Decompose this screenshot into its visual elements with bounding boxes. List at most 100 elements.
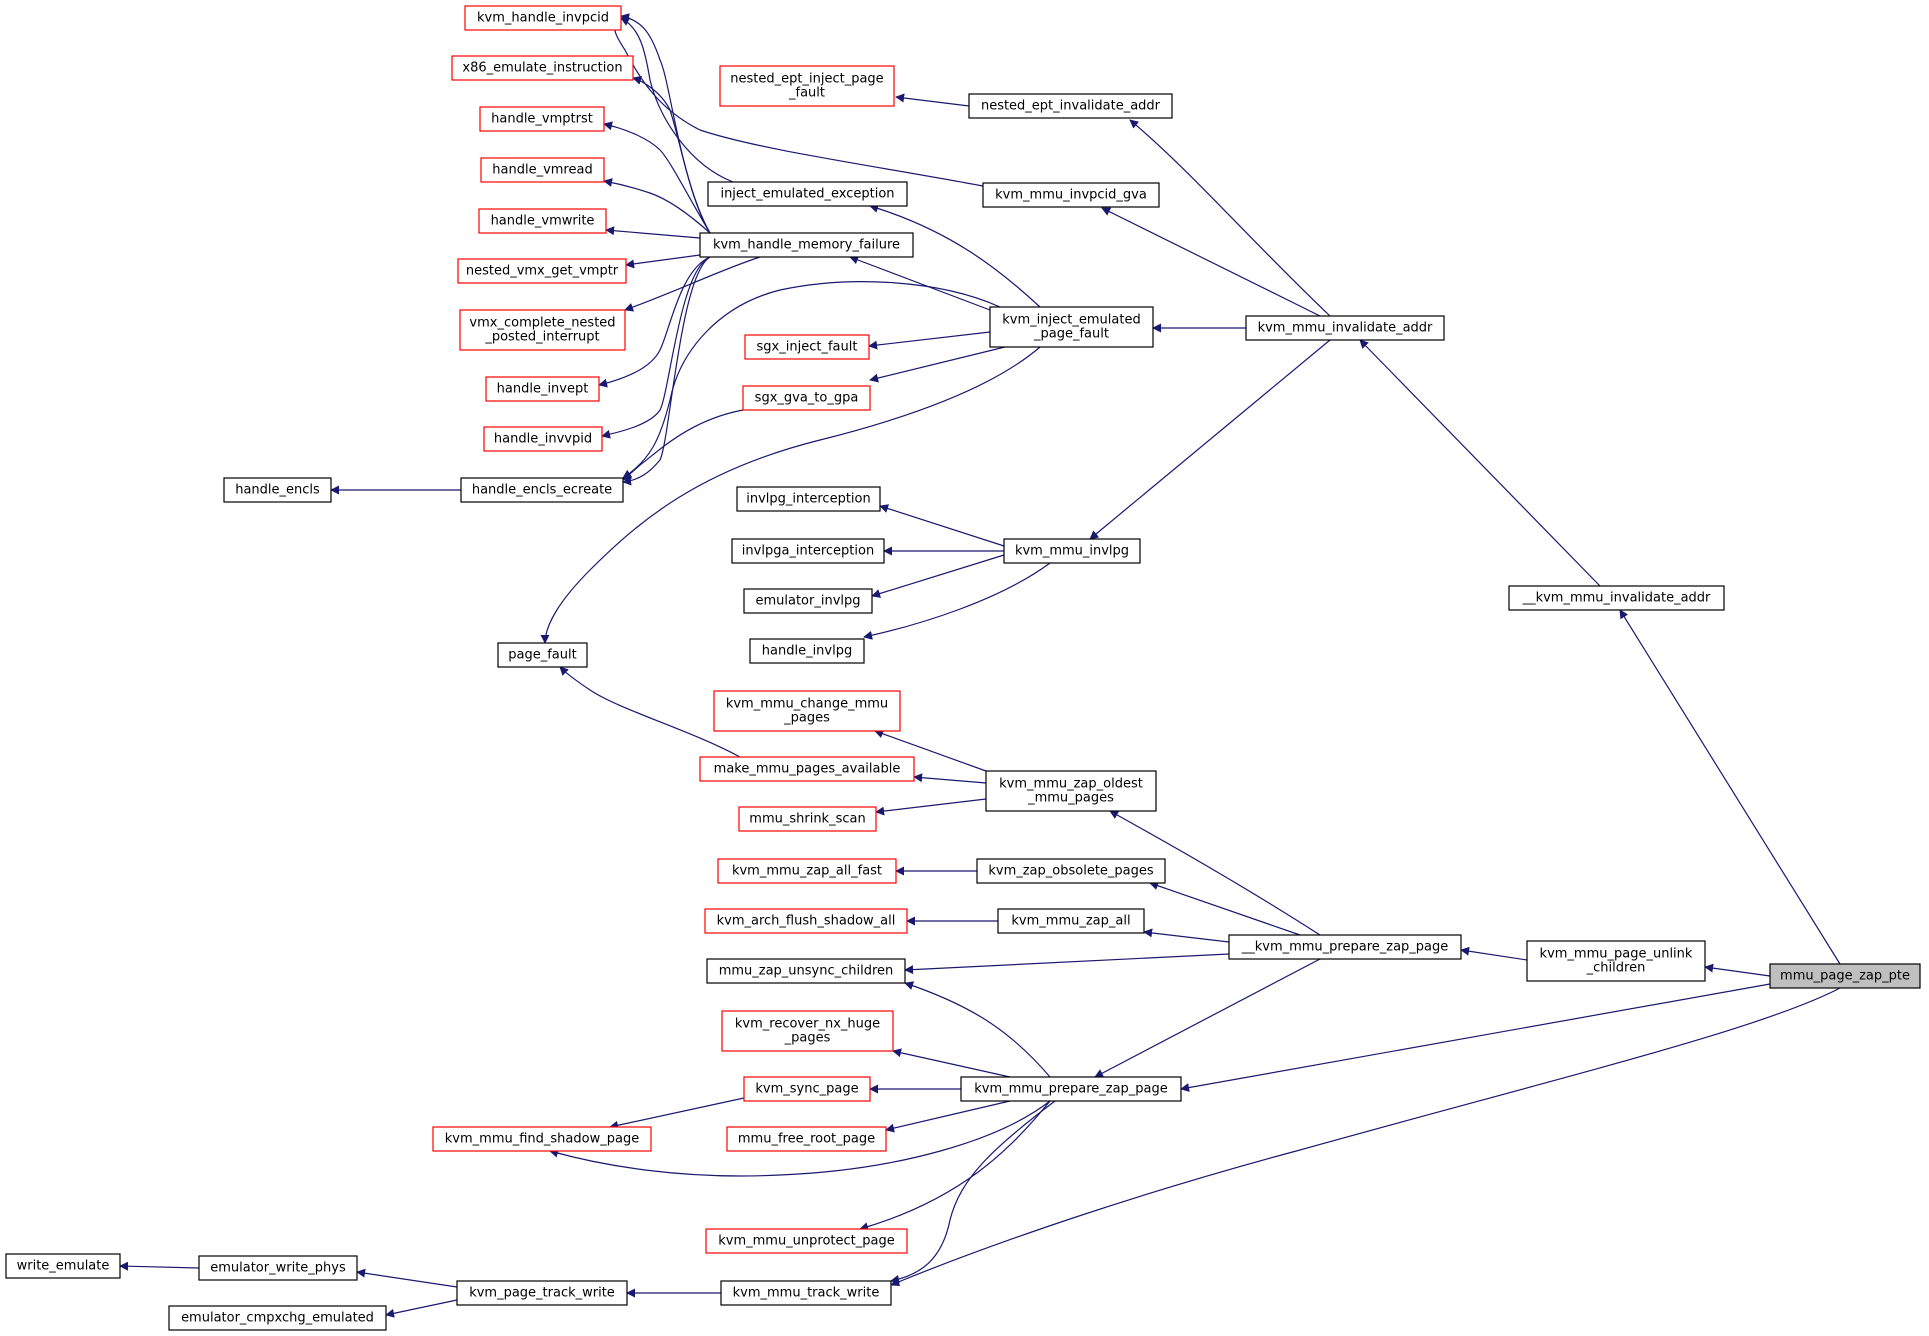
node-kvm_mmu_invlpg[interactable]: kvm_mmu_invlpg bbox=[1003, 538, 1141, 564]
node-box bbox=[478, 208, 607, 234]
node-sgx_inject_fault[interactable]: sgx_inject_fault bbox=[744, 334, 870, 360]
edge-kvm_handle_memory_failure-to-handle_encls_ecreate bbox=[622, 256, 711, 486]
edge-line bbox=[868, 331, 991, 350]
node-kvm_mmu_prepare_zap_page[interactable]: kvm_mmu_prepare_zap_page bbox=[960, 1076, 1182, 1102]
node-kvm_mmu_find_shadow_page[interactable]: kvm_mmu_find_shadow_page bbox=[432, 1126, 652, 1152]
node-box bbox=[997, 908, 1145, 934]
node-nested_ept_invalidate_addr[interactable]: nested_ept_invalidate_addr bbox=[968, 93, 1173, 119]
node-kvm_sync_page[interactable]: kvm_sync_page bbox=[743, 1076, 871, 1102]
node-box bbox=[719, 65, 895, 107]
edge-sgx_gva_to_gpa-to-handle_encls_ecreate bbox=[622, 409, 744, 481]
node-emulator_write_phys[interactable]: emulator_write_phys bbox=[198, 1255, 358, 1281]
node-box bbox=[451, 55, 634, 81]
node-kvm_page_track_write[interactable]: kvm_page_track_write bbox=[456, 1280, 628, 1306]
node-kvm_mmu_zap_oldest_mmu_pages[interactable]: kvm_mmu_zap_oldest_mmu_pages bbox=[985, 770, 1157, 812]
node-box bbox=[749, 638, 865, 664]
node-mmu_zap_unsync_children[interactable]: mmu_zap_unsync_children bbox=[706, 958, 906, 984]
edge-kvm_handle_memory_failure-to-handle_vmread bbox=[603, 178, 711, 234]
node-sgx_gva_to_gpa[interactable]: sgx_gva_to_gpa bbox=[742, 385, 871, 411]
edge-kvm_sync_page-to-kvm_mmu_find_shadow_page bbox=[609, 1097, 745, 1130]
edge-kvm_inject_emulated_page_fault-to-kvm_handle_memory_failure bbox=[849, 255, 991, 311]
node-kvm_mmu_unprotect_page[interactable]: kvm_mmu_unprotect_page bbox=[705, 1228, 908, 1254]
edge-line bbox=[890, 1100, 1056, 1284]
node-label: kvm_mmu_track_write bbox=[733, 1286, 880, 1301]
node-emulator_invlpg[interactable]: emulator_invlpg bbox=[743, 588, 873, 614]
node-label: handle_invlpg bbox=[762, 644, 852, 659]
node-label: mmu_shrink_scan bbox=[749, 812, 865, 827]
edge-kvm_inject_emulated_page_fault-to-sgx_gva_to_gpa bbox=[869, 346, 1006, 383]
node-box bbox=[699, 756, 915, 782]
edge-line bbox=[904, 953, 1230, 975]
node-kvm_mmu_zap_all[interactable]: kvm_mmu_zap_all bbox=[997, 908, 1145, 934]
node-kvm_handle_invpcid[interactable]: kvm_handle_invpcid bbox=[464, 5, 622, 31]
node-kvm_mmu_invalidate_addr[interactable]: kvm_mmu_invalidate_addr bbox=[1245, 315, 1445, 341]
node-handle_vmread[interactable]: handle_vmread bbox=[480, 157, 605, 183]
node-make_mmu_pages_available[interactable]: make_mmu_pages_available bbox=[699, 756, 915, 782]
node-invlpga_interception[interactable]: invlpga_interception bbox=[731, 538, 885, 564]
node-label: kvm_mmu_page_unlink bbox=[1540, 947, 1693, 962]
edge-kvm_inject_emulated_page_fault-to-handle_encls_ecreate bbox=[622, 281, 1001, 479]
node-handle_invlpg[interactable]: handle_invlpg bbox=[749, 638, 865, 664]
node-nested_vmx_get_vmptr[interactable]: nested_vmx_get_vmptr bbox=[457, 258, 627, 284]
node-label: kvm_handle_memory_failure bbox=[713, 238, 900, 253]
edge-line bbox=[625, 254, 701, 269]
edge-line bbox=[605, 226, 701, 239]
node-handle_vmptrst[interactable]: handle_vmptrst bbox=[479, 106, 605, 132]
node-box bbox=[706, 958, 906, 984]
node-handle_vmwrite[interactable]: handle_vmwrite bbox=[478, 208, 607, 234]
node-kvm_mmu_invpcid_gva[interactable]: kvm_mmu_invpcid_gva bbox=[982, 182, 1160, 208]
edge-kvm_mmu_prepare_zap_page-to-mmu_free_root_page bbox=[885, 1100, 1011, 1133]
node-handle_encls[interactable]: handle_encls bbox=[223, 477, 332, 503]
edge-line bbox=[871, 554, 1005, 598]
node-__kvm_mmu_invalidate_addr[interactable]: __kvm_mmu_invalidate_addr bbox=[1508, 585, 1725, 611]
node-kvm_handle_memory_failure[interactable]: kvm_handle_memory_failure bbox=[699, 232, 914, 258]
node-mmu_free_root_page[interactable]: mmu_free_root_page bbox=[726, 1126, 887, 1152]
edge-mmu_page_zap_pte-to-kvm_mmu_prepare_zap_page bbox=[1180, 983, 1771, 1093]
edge-line bbox=[849, 255, 991, 311]
node-box bbox=[1769, 963, 1921, 989]
node-invlpg_interception[interactable]: invlpg_interception bbox=[736, 486, 881, 512]
node-mmu_page_zap_pte[interactable]: mmu_page_zap_pte bbox=[1769, 963, 1921, 989]
node-label: kvm_zap_obsolete_pages bbox=[988, 864, 1154, 879]
edge-kvm_mmu_prepare_zap_page-to-kvm_recover_nx_huge_pages bbox=[892, 1048, 1011, 1078]
edge-line bbox=[913, 773, 987, 784]
node-page_fault[interactable]: page_fault bbox=[497, 642, 588, 668]
node-kvm_recover_nx_huge_pages[interactable]: kvm_recover_nx_huge_pages bbox=[721, 1010, 894, 1052]
edge-inject_emulated_exception-to-kvm_handle_invpcid bbox=[620, 17, 734, 183]
edge-line bbox=[549, 1100, 1051, 1177]
node-box bbox=[1228, 934, 1462, 960]
node-inject_emulated_exception[interactable]: inject_emulated_exception bbox=[707, 181, 908, 207]
edge-kvm_mmu_invalidate_addr-to-kvm_mmu_invlpg bbox=[1089, 339, 1331, 540]
node-handle_invept[interactable]: handle_invept bbox=[485, 376, 600, 402]
node-box bbox=[736, 486, 881, 512]
node-handle_invvpid[interactable]: handle_invvpid bbox=[483, 426, 603, 452]
node-label: handle_encls bbox=[235, 483, 320, 498]
node-kvm_mmu_track_write[interactable]: kvm_mmu_track_write bbox=[720, 1280, 892, 1306]
node-nested_ept_inject_page_fault[interactable]: nested_ept_inject_page_fault bbox=[719, 65, 895, 107]
node-__kvm_mmu_prepare_zap_page[interactable]: __kvm_mmu_prepare_zap_page bbox=[1228, 934, 1462, 960]
node-kvm_zap_obsolete_pages[interactable]: kvm_zap_obsolete_pages bbox=[976, 858, 1166, 884]
edge-kvm_inject_emulated_page_fault-to-sgx_inject_fault bbox=[868, 331, 991, 350]
node-label: handle_vmwrite bbox=[491, 214, 595, 229]
node-emulator_cmpxchg_emulated[interactable]: emulator_cmpxchg_emulated bbox=[168, 1305, 387, 1331]
node-kvm_mmu_page_unlink_children[interactable]: kvm_mmu_page_unlink_children bbox=[1526, 940, 1706, 982]
node-box bbox=[968, 93, 1173, 119]
node-kvm_mmu_change_mmu_pages[interactable]: kvm_mmu_change_mmu_pages bbox=[713, 690, 901, 732]
node-label: _page_fault bbox=[1033, 327, 1109, 342]
node-kvm_inject_emulated_page_fault[interactable]: kvm_inject_emulated_page_fault bbox=[989, 306, 1154, 348]
edge-line bbox=[609, 1097, 745, 1130]
edge-kvm_mmu_invalidate_addr-to-nested_ept_invalidate_addr bbox=[1129, 119, 1331, 317]
node-write_emulate[interactable]: write_emulate bbox=[5, 1253, 121, 1279]
node-x86_emulate_instruction[interactable]: x86_emulate_instruction bbox=[451, 55, 634, 81]
edge-line bbox=[1109, 810, 1321, 936]
node-box bbox=[721, 1010, 894, 1052]
node-label: handle_vmptrst bbox=[491, 112, 593, 127]
node-handle_encls_ecreate[interactable]: handle_encls_ecreate bbox=[460, 477, 624, 503]
node-box bbox=[989, 306, 1154, 348]
node-label: __kvm_mmu_invalidate_addr bbox=[1522, 591, 1711, 606]
node-kvm_mmu_zap_all_fast[interactable]: kvm_mmu_zap_all_fast bbox=[717, 858, 897, 884]
node-kvm_arch_flush_shadow_all[interactable]: kvm_arch_flush_shadow_all bbox=[704, 908, 908, 934]
node-label: inject_emulated_exception bbox=[720, 187, 894, 202]
node-vmx_complete_nested_posted_interrupt[interactable]: vmx_complete_nested_posted_interrupt bbox=[459, 309, 626, 351]
node-mmu_shrink_scan[interactable]: mmu_shrink_scan bbox=[738, 806, 877, 832]
